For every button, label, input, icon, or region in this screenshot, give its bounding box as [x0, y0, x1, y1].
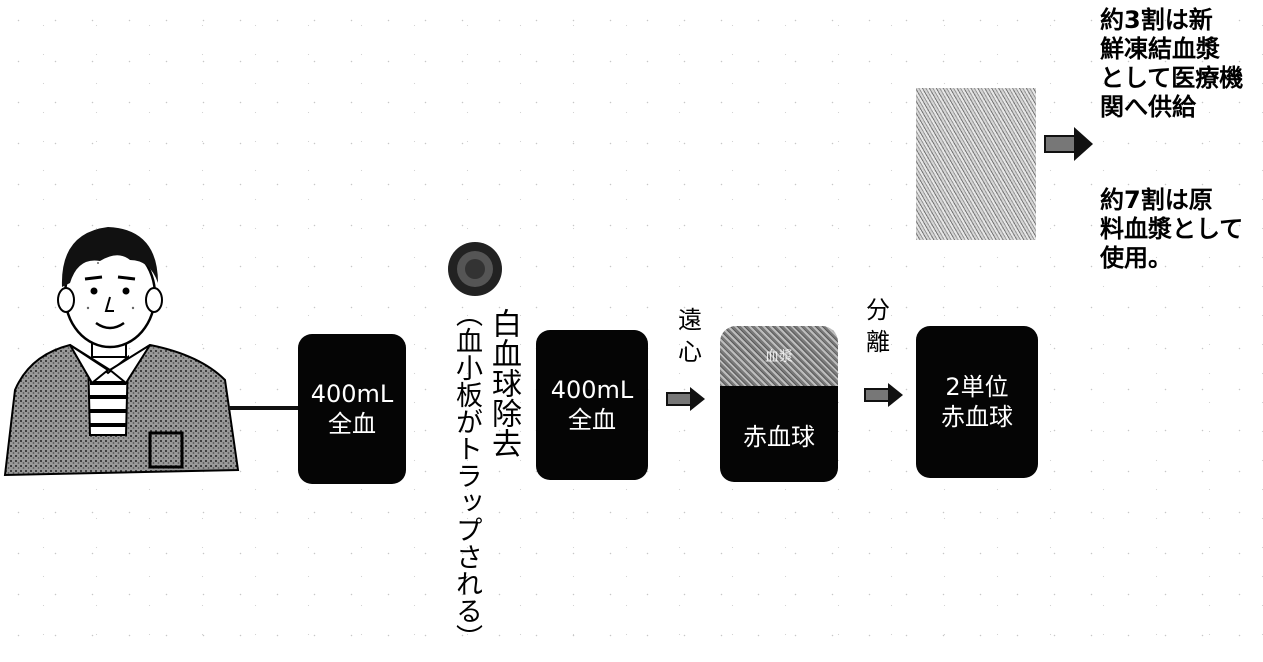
plasma-bag	[916, 88, 1036, 240]
whole-blood-volume: 400mL	[310, 380, 394, 408]
rbc-label: 赤血球	[743, 422, 815, 451]
filtered-blood-box: 400mL 全血	[536, 330, 648, 480]
filter-icon	[448, 242, 502, 296]
whole-blood-label: 全血	[328, 410, 376, 438]
filtered-blood-volume: 400mL	[550, 376, 634, 404]
arrow-right-icon	[666, 387, 705, 411]
plasma-label: 血漿	[765, 349, 793, 365]
separated-bag: 血漿 赤血球	[720, 326, 838, 482]
rbc-layer: 赤血球	[720, 386, 838, 482]
red-cell-label: 赤血球	[941, 403, 1013, 431]
fractionation-note: 約7割は原 料血漿として 使用。	[1100, 186, 1244, 272]
arrow-right-icon	[864, 383, 903, 407]
fresh-frozen-note: 約3割は新 鮮凍結血漿 として医療機 関へ供給	[1100, 6, 1244, 121]
arrow-right-icon	[1044, 127, 1093, 161]
plasma-layer: 血漿	[720, 326, 838, 386]
separation-label: 分 離	[866, 296, 890, 356]
platelet-trap-note: （血小板がトラップされる）	[451, 300, 482, 651]
whole-blood-box: 400mL 全血	[298, 334, 406, 484]
red-cell-product-box: 2単位 赤血球	[916, 326, 1038, 478]
red-cell-units: 2単位	[945, 373, 1009, 401]
donor-person-icon	[3, 227, 240, 477]
leukocyte-removal-title: 白血球除去	[486, 308, 521, 458]
centrifuge-label: 遠 心	[678, 306, 702, 366]
filtered-blood-label: 全血	[568, 406, 616, 434]
collection-line	[228, 406, 300, 410]
